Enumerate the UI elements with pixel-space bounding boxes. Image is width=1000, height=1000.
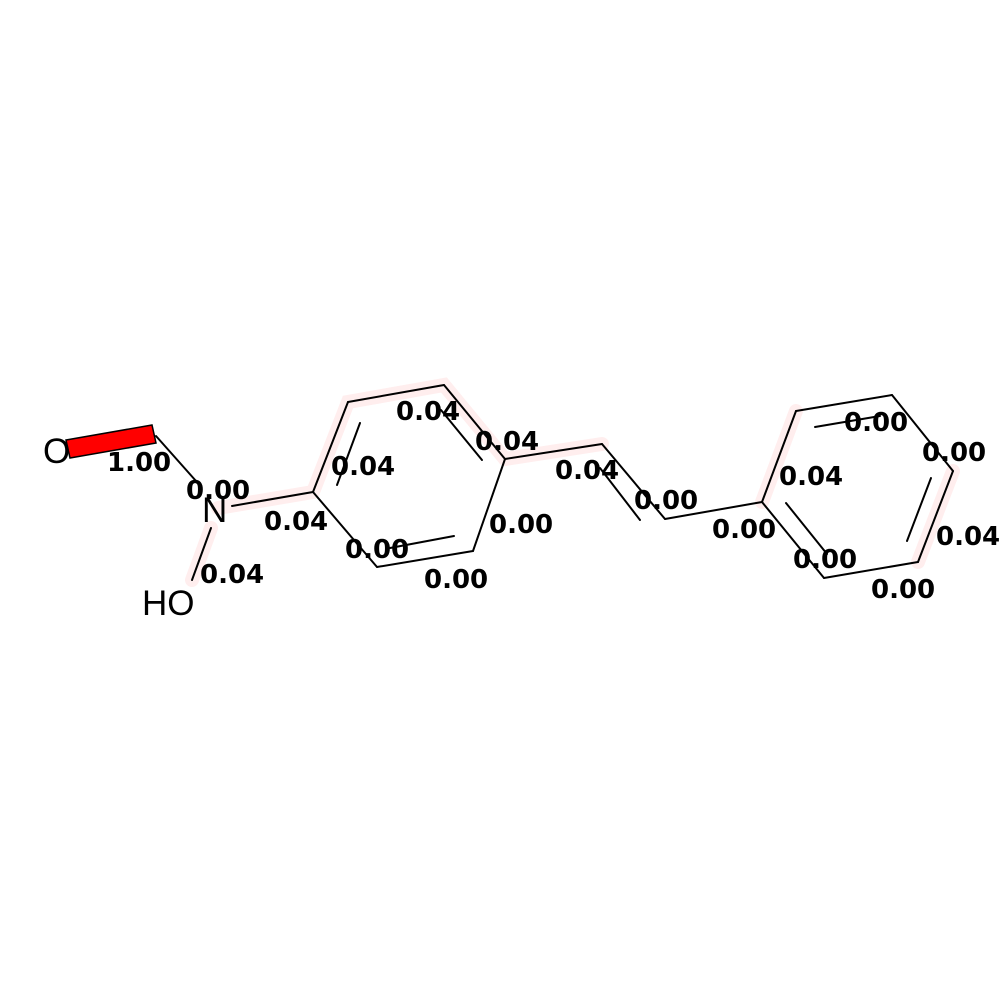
ring1-bond-1 bbox=[312, 401, 349, 493]
atom-oxygen: O bbox=[43, 432, 70, 471]
highlight-carbonyl bbox=[65, 424, 157, 459]
carbonyl-highlight-bar bbox=[65, 424, 157, 459]
ring1-bond-4 bbox=[472, 458, 506, 552]
bond-n-oh bbox=[191, 527, 212, 581]
ring2-bond-4-inner bbox=[906, 477, 932, 542]
ring1-bond-3-inner bbox=[440, 409, 483, 461]
weight-label: 0.00 bbox=[712, 515, 776, 545]
ring1-bond-1-inner bbox=[336, 422, 361, 486]
ring1-bond-3 bbox=[443, 384, 506, 460]
weight-label: 0.00 bbox=[844, 408, 908, 438]
ring2-bond-6 bbox=[761, 501, 825, 579]
bond-n-aryl bbox=[231, 491, 314, 507]
weight-label: 0.00 bbox=[922, 438, 986, 468]
ring2-bond-2 bbox=[795, 394, 893, 412]
bond-c-n bbox=[155, 435, 197, 482]
weight-label: 0.00 bbox=[634, 486, 698, 516]
ring1-bond-6 bbox=[312, 491, 378, 568]
weight-label: 0.04 bbox=[396, 397, 460, 427]
atom-hydroxyl: HO bbox=[142, 584, 195, 623]
linker-bond-2-inner bbox=[599, 467, 641, 521]
weight-label: 0.04 bbox=[779, 462, 843, 492]
ring2-bond-5 bbox=[823, 561, 919, 579]
ring1-bond-5-inner bbox=[389, 535, 455, 549]
weight-label: 0.04 bbox=[475, 427, 539, 457]
linker-bond-3 bbox=[664, 501, 763, 520]
weight-label: 0.00 bbox=[186, 476, 250, 506]
weight-label: 1.00 bbox=[107, 448, 171, 478]
weight-label: 0.04 bbox=[264, 507, 328, 537]
linker-bond-2 bbox=[601, 443, 666, 520]
weight-label: 0.00 bbox=[793, 545, 857, 575]
weight-label: 0.00 bbox=[489, 510, 553, 540]
ring1-bond-2 bbox=[347, 384, 445, 403]
linker-bond-1 bbox=[504, 443, 603, 460]
ring2-bond-2-inner bbox=[814, 415, 881, 428]
ring1-bond-5 bbox=[376, 550, 474, 568]
weight-label: 0.00 bbox=[345, 535, 409, 565]
ring2-bond-6-inner bbox=[785, 502, 828, 555]
weight-label: 0.04 bbox=[200, 560, 264, 590]
weight-label: 0.00 bbox=[424, 565, 488, 595]
ring2-bond-3 bbox=[891, 394, 954, 472]
atom-labels: O N HO bbox=[43, 432, 227, 623]
atom-nitrogen: N bbox=[202, 491, 227, 530]
weight-label: 0.00 bbox=[871, 575, 935, 605]
bond-weight-labels: 1.00 0.00 0.04 0.04 0.04 0.04 0.04 0.00 … bbox=[107, 397, 1000, 605]
bonds bbox=[155, 384, 954, 581]
ring2-bond-4 bbox=[917, 470, 954, 563]
weight-label: 0.04 bbox=[331, 452, 395, 482]
weight-label: 0.04 bbox=[936, 522, 1000, 552]
weight-label: 0.04 bbox=[555, 456, 619, 486]
ring2-bond-1 bbox=[761, 410, 797, 503]
